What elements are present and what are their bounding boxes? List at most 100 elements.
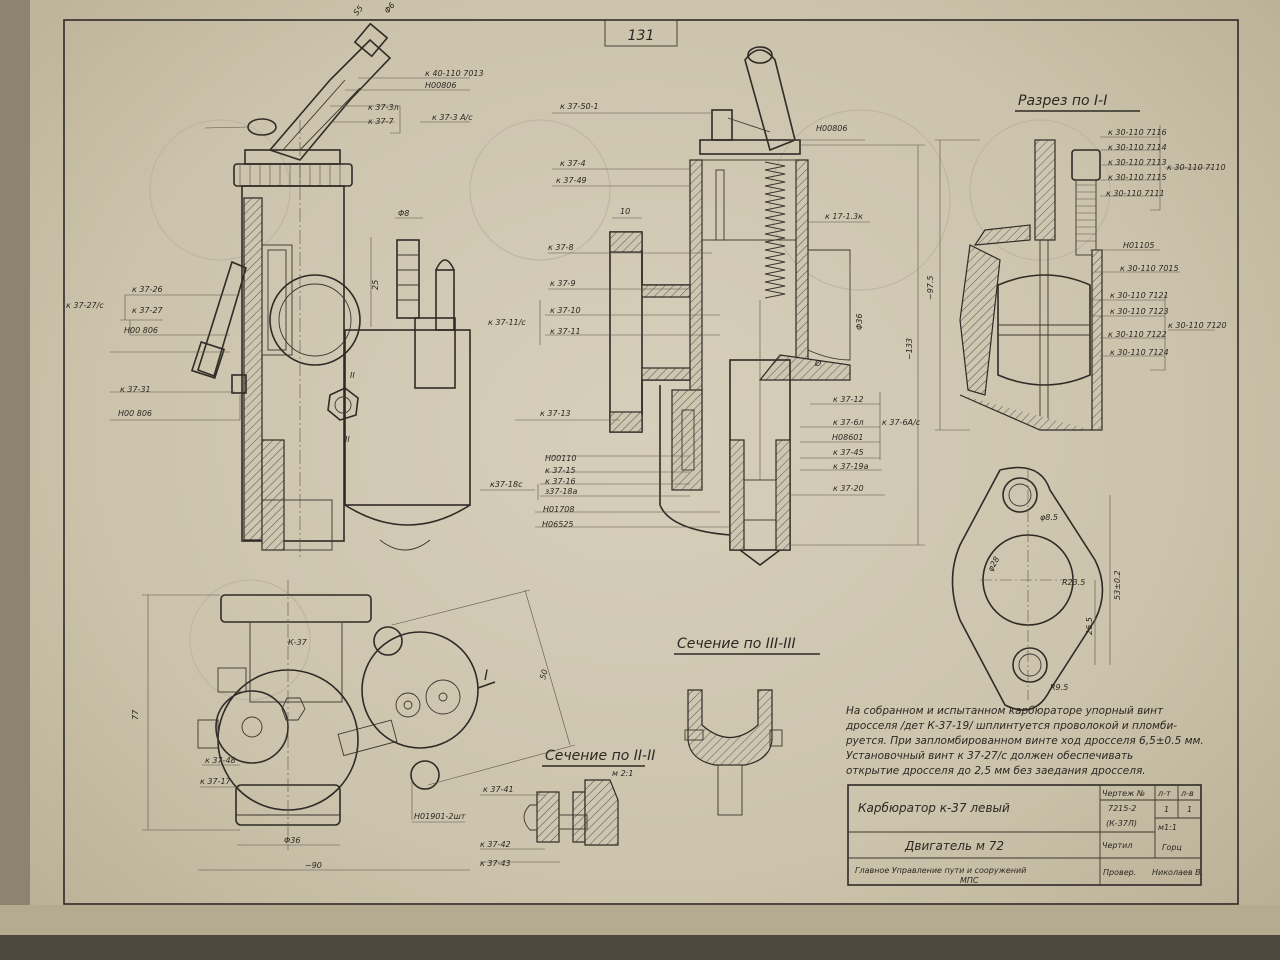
drawing-label: 53±0.2: [1113, 570, 1122, 600]
show-through-ghost: [149, 109, 1111, 701]
drawing-label: 26.5: [1085, 617, 1094, 635]
drawing-number: 7215-2: [1108, 804, 1136, 813]
drawing-label: к 30-110 7113: [1108, 158, 1167, 167]
center-section-view: 10 Φ36 ∽133 Ø к 37-50-1 к 37-4 к 37-49 к…: [480, 46, 925, 566]
drawing-label: Φ6: [383, 1, 397, 16]
drawing-label: к 37-11: [550, 327, 581, 336]
drawing-label: Н00 806: [118, 409, 152, 418]
drawing-label: л-т: [1157, 789, 1171, 798]
drawing-label: л-в: [1180, 789, 1194, 798]
drawing-label: к 37-6А/с: [882, 418, 921, 427]
drawing-label: Φ8: [398, 209, 409, 218]
drawing-label: к 37-3л: [368, 103, 399, 112]
drawing-label: к 37-12: [833, 395, 864, 404]
drawing-label: к 37-10: [550, 306, 581, 315]
drawing-label: к 37-48: [205, 756, 236, 765]
drawing-label: Установочный винт к 37-27/с должен обесп…: [846, 750, 1133, 762]
drawing-label: 1: [1187, 805, 1192, 814]
drawing-label: 50: [538, 668, 549, 680]
drawing-label: з37-18а: [545, 487, 578, 496]
drawing-label: II: [345, 435, 350, 444]
sheet-number-box: 131: [604, 19, 678, 47]
drawing-label: МПС: [960, 876, 979, 885]
drawing-label: к 37-45: [833, 448, 864, 457]
section-2-2-view: Сечение по II-II м 2:1 к 37-41 к 37-42 к…: [480, 748, 655, 868]
drawing-label: Чертеж №: [1102, 789, 1145, 798]
drawing-label: м1:1: [1158, 823, 1177, 832]
drawing-label: R23.5: [1062, 578, 1085, 587]
sheet-number: 131: [628, 28, 655, 44]
flange-view: φ8.5 φ28 R23.5 53±0.2 26.5 R9.5: [951, 466, 1122, 711]
drawing-label: 25: [371, 280, 380, 290]
drawing-label: Н01901-2шт: [414, 812, 466, 821]
drawing-label: Горц: [1162, 843, 1182, 852]
drawing-label: к 37-13: [540, 409, 571, 418]
section-3-3-view: Сечение по III-III: [674, 636, 820, 816]
drawing-label: ∽133: [905, 338, 914, 360]
drawing-label: к 37-9: [550, 279, 576, 288]
drawing-label: к 37-26: [132, 285, 163, 294]
drawing-label: Н00110: [545, 454, 576, 463]
drawing-label: к 37-3 А/с: [432, 113, 473, 122]
drawing-label: к 37-20: [833, 484, 864, 493]
drawing-label: к 30-110 7124: [1110, 348, 1169, 357]
drawing-label: Φ36: [855, 314, 864, 330]
drawing-label: к 40-110 7013: [425, 69, 484, 78]
drawing-label: к 37-8: [548, 243, 574, 252]
drawing-label: На собранном и испытанном карбюраторе уп…: [846, 705, 1164, 717]
drawing-label: Чертил: [1102, 841, 1132, 850]
drawing-label: R9.5: [1050, 683, 1068, 692]
drawing-label: к 17-1.3к: [825, 212, 863, 221]
drawing-label: к 30-110 7114: [1108, 143, 1167, 152]
drawing-label: (К-37Л): [1106, 819, 1137, 828]
drawing-label: к 37-50-1: [560, 102, 599, 111]
drawing-label: к 37-42: [480, 840, 511, 849]
drawing-label: к 30-110 7121: [1110, 291, 1169, 300]
drawing-label: Φ36: [284, 836, 300, 845]
drawing-label: к 30-110 7116: [1108, 128, 1167, 137]
drawing-label: II: [350, 371, 355, 380]
drawing-label: к 37-27: [132, 306, 164, 315]
drawing-label: 10: [620, 207, 630, 216]
page-left-edge: [0, 0, 30, 960]
section-3-title: Сечение по III-III: [677, 636, 796, 652]
drawing-label: к 37-15: [545, 466, 576, 475]
drawing-label: к 37-16: [545, 477, 576, 486]
drawing-label: ∽97.5: [926, 275, 935, 300]
drawing-title: Карбюратор к-37 левый: [858, 801, 1010, 815]
section-1-title: Разрез по I-I: [1018, 93, 1107, 109]
drawing-label: к 37-27/с: [66, 301, 104, 310]
drawing-label: Н01708: [543, 505, 574, 514]
drawing-label: Н08601: [832, 433, 863, 442]
drawing-label: 77: [131, 709, 140, 720]
section-2-title: Сечение по II-II: [545, 748, 655, 764]
drawing-label: Н00806: [425, 81, 456, 90]
drawing-label: φ8.5: [1040, 513, 1058, 522]
technical-note: На собранном и испытанном карбюраторе уп…: [845, 705, 1204, 777]
drawing-label: к 30-110 7123: [1110, 307, 1169, 316]
drawing-label: к 37-49: [556, 176, 587, 185]
drawing-label: к 37-31: [120, 385, 151, 394]
drawing-label: к 37-17: [200, 777, 232, 786]
drawing-label: Н00 806: [124, 326, 158, 335]
drawing-label: к 30-110 7120: [1168, 321, 1227, 330]
drawing-label: к 37-41: [483, 785, 514, 794]
drawing-label: 1: [1164, 805, 1169, 814]
drawing-label: к37-18с: [490, 480, 523, 489]
drawing-label: открытие дросселя до 2,5 мм без заедания…: [846, 765, 1146, 777]
drawing-label: к 30-110 7122: [1108, 330, 1167, 339]
drawing-label: Главное Управление пути и сооружений: [855, 866, 1026, 875]
drawing-label: к 30-110 7115: [1108, 173, 1167, 182]
drawing-label: м 2:1: [612, 769, 633, 778]
drawing-label: к 30-110 7015: [1120, 264, 1179, 273]
drawing-label: к 30-110 7111: [1106, 189, 1165, 198]
front-view: S5 Φ6 Φ8 25 II II к 40-110 7013 Н00806 к…: [66, 1, 484, 560]
drawing-label: к 37-11/с: [488, 318, 526, 327]
drawing-label: Н00806: [816, 124, 847, 133]
drawing-label: I: [484, 668, 488, 684]
drawing-label: дросселя /дет К-37-19/ шплинтуется прово…: [845, 720, 1177, 732]
drawing-label: Провер.: [1103, 868, 1136, 877]
drawing-label: Николаев В.: [1152, 868, 1203, 877]
drawing-label: к 37-43: [480, 859, 511, 868]
